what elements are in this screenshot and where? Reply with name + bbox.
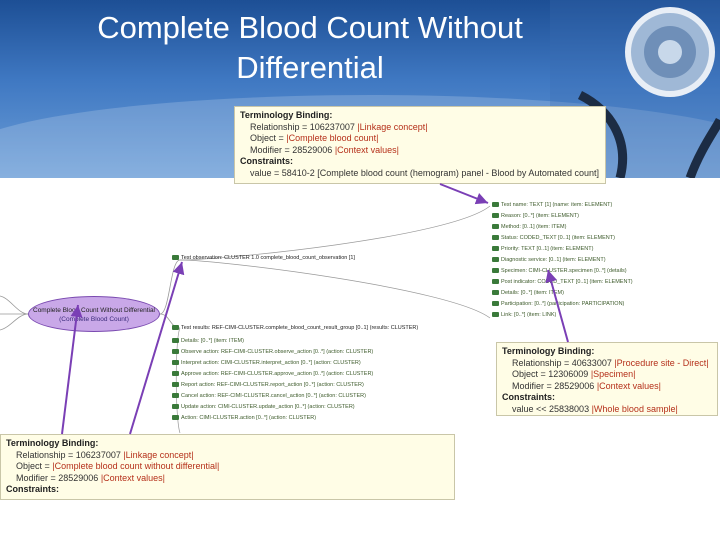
element-icon (172, 338, 179, 344)
bottom-binding-box: Terminology Binding: Relationship = 1062… (0, 434, 455, 500)
constraints-heading: Constraints: (502, 392, 556, 402)
element-icon (492, 301, 499, 307)
modifier-line: Modifier = 28529006 |Context values| (16, 472, 166, 483)
element-icon (492, 213, 499, 219)
element-icon (492, 202, 499, 208)
list-item[interactable]: Post indicator: CODED_TEXT [0..1] (item:… (492, 277, 633, 287)
element-icon (172, 349, 179, 355)
test-results-node[interactable]: Test results: REF-CIMI-CLUSTER.complete_… (172, 323, 418, 333)
list-item[interactable]: Method: [0..1] (item: ITEM) (492, 222, 566, 232)
list-item[interactable]: Cancel action: REF-CIMI-CLUSTER.cancel_a… (172, 391, 366, 401)
modifier-line: Modifier = 28529006 |Context values| (512, 380, 662, 391)
element-icon (492, 290, 499, 296)
object-line: Object = 12306009 |Specimen| (512, 369, 636, 379)
element-icon (172, 393, 179, 399)
list-item-label: Specimen: CIMI-CLUSTER.specimen [0..*] (… (501, 268, 627, 274)
element-icon (492, 279, 499, 285)
list-item-label: Link: [0..*] (item: LINK) (501, 312, 557, 318)
test-observation-node[interactable]: Test observation: CLUSTER 1.0 complete_b… (172, 253, 355, 263)
value-line: value = 58410-2 [Complete blood count (h… (250, 167, 599, 178)
relationship-line: Relationship = 106237007 |Linkage concep… (250, 121, 428, 132)
list-item[interactable]: Status: CODED_TEXT [0..1] (item: ELEMENT… (492, 233, 615, 243)
modifier-line: Modifier = 28529006 |Context values| (250, 144, 400, 155)
object-line: Object = |Complete blood count| (250, 133, 379, 143)
list-item[interactable]: Details: [0..*] (item: ITEM) (172, 336, 244, 346)
element-icon (172, 371, 179, 377)
list-item[interactable]: Approve action: REF-CIMI-CLUSTER.approve… (172, 369, 373, 379)
list-item-label: Action: CIMI-CLUSTER.action [0..*] (acti… (181, 415, 317, 421)
list-item-label: Reason: [0..*] (item: ELEMENT) (501, 213, 579, 219)
list-item-label: Interpret action: CIMI-CLUSTER.interpret… (181, 360, 361, 366)
list-item-label: Update action: CIMI-CLUSTER.update_actio… (181, 404, 355, 410)
list-item[interactable]: Diagnostic service: [0..1] (item: ELEMEN… (492, 255, 606, 265)
root-node-label: Complete Blood Count Without Differentia… (33, 307, 155, 314)
list-item[interactable]: Test name: TEXT [1] (name: item: ELEMENT… (492, 200, 612, 210)
element-icon (492, 312, 499, 318)
list-item[interactable]: Reason: [0..*] (item: ELEMENT) (492, 211, 579, 221)
constraints-heading: Constraints: (240, 156, 294, 166)
root-node-sublabel: (Complete Blood Count) (59, 316, 129, 323)
value-line: value << 25838003 |Whole blood sample| (512, 403, 678, 414)
binding-heading: Terminology Binding: (240, 110, 333, 120)
list-item-label: Status: CODED_TEXT [0..1] (item: ELEMENT… (501, 235, 615, 241)
list-item-label: Observe action: REF-CIMI-CLUSTER.observe… (181, 349, 374, 355)
top-binding-box: Terminology Binding: Relationship = 1062… (234, 106, 606, 184)
list-item-label: Method: [0..1] (item: ITEM) (501, 224, 567, 230)
object-line: Object = |Complete blood count without d… (16, 461, 220, 471)
element-icon (492, 224, 499, 230)
element-icon (172, 382, 179, 388)
list-item[interactable]: Observe action: REF-CIMI-CLUSTER.observe… (172, 347, 373, 357)
slide-title: Complete Blood Count Without Differentia… (30, 8, 590, 88)
list-item-label: Test name: TEXT [1] (name: item: ELEMENT… (501, 202, 613, 208)
binding-heading: Terminology Binding: (6, 438, 99, 448)
slide-title-line2: Differential (236, 50, 384, 85)
cluster-icon (172, 325, 179, 331)
list-item-label: Details: [0..*] (item: ITEM) (181, 338, 244, 344)
element-icon (492, 257, 499, 263)
slide-title-line1: Complete Blood Count Without (97, 10, 523, 45)
element-icon (172, 404, 179, 410)
right-binding-box: Terminology Binding: Relationship = 4063… (496, 342, 718, 416)
relationship-line: Relationship = 106237007 |Linkage concep… (16, 449, 194, 460)
list-item[interactable]: Action: CIMI-CLUSTER.action [0..*] (acti… (172, 413, 316, 423)
element-icon (172, 415, 179, 421)
element-icon (492, 246, 499, 252)
list-item[interactable]: Link: [0..*] (item: LINK) (492, 310, 556, 320)
list-item[interactable]: Details: [0..*] (item: ITEM) (492, 288, 564, 298)
test-observation-label: Test observation: CLUSTER 1.0 complete_b… (181, 255, 355, 261)
list-item[interactable]: Report action: REF-CIMI-CLUSTER.report_a… (172, 380, 364, 390)
list-item-label: Participation: [0..*] (participation: PA… (501, 301, 625, 307)
cluster-icon (172, 255, 179, 261)
list-item-label: Diagnostic service: [0..1] (item: ELEMEN… (501, 257, 606, 263)
list-item[interactable]: Participation: [0..*] (participation: PA… (492, 299, 624, 309)
root-node[interactable]: Complete Blood Count Without Differentia… (28, 296, 160, 332)
list-item-label: Report action: REF-CIMI-CLUSTER.report_a… (181, 382, 364, 388)
constraints-heading: Constraints: (6, 484, 60, 494)
list-item[interactable]: Priority: TEXT [0..1] (item: ELEMENT) (492, 244, 593, 254)
list-item-label: Priority: TEXT [0..1] (item: ELEMENT) (501, 246, 594, 252)
list-item-label: Cancel action: REF-CIMI-CLUSTER.cancel_a… (181, 393, 366, 399)
list-item-label: Approve action: REF-CIMI-CLUSTER.approve… (181, 371, 374, 377)
element-icon (172, 360, 179, 366)
list-item[interactable]: Interpret action: CIMI-CLUSTER.interpret… (172, 358, 361, 368)
list-item[interactable]: Update action: CIMI-CLUSTER.update_actio… (172, 402, 355, 412)
list-item-label: Details: [0..*] (item: ITEM) (501, 290, 564, 296)
list-item[interactable]: Specimen: CIMI-CLUSTER.specimen [0..*] (… (492, 266, 627, 276)
binding-heading: Terminology Binding: (502, 346, 595, 356)
element-icon (492, 268, 499, 274)
element-icon (492, 235, 499, 241)
relationship-line: Relationship = 40633007 |Procedure site … (512, 357, 709, 368)
test-results-label: Test results: REF-CIMI-CLUSTER.complete_… (181, 325, 419, 331)
list-item-label: Post indicator: CODED_TEXT [0..1] (item:… (501, 279, 633, 285)
